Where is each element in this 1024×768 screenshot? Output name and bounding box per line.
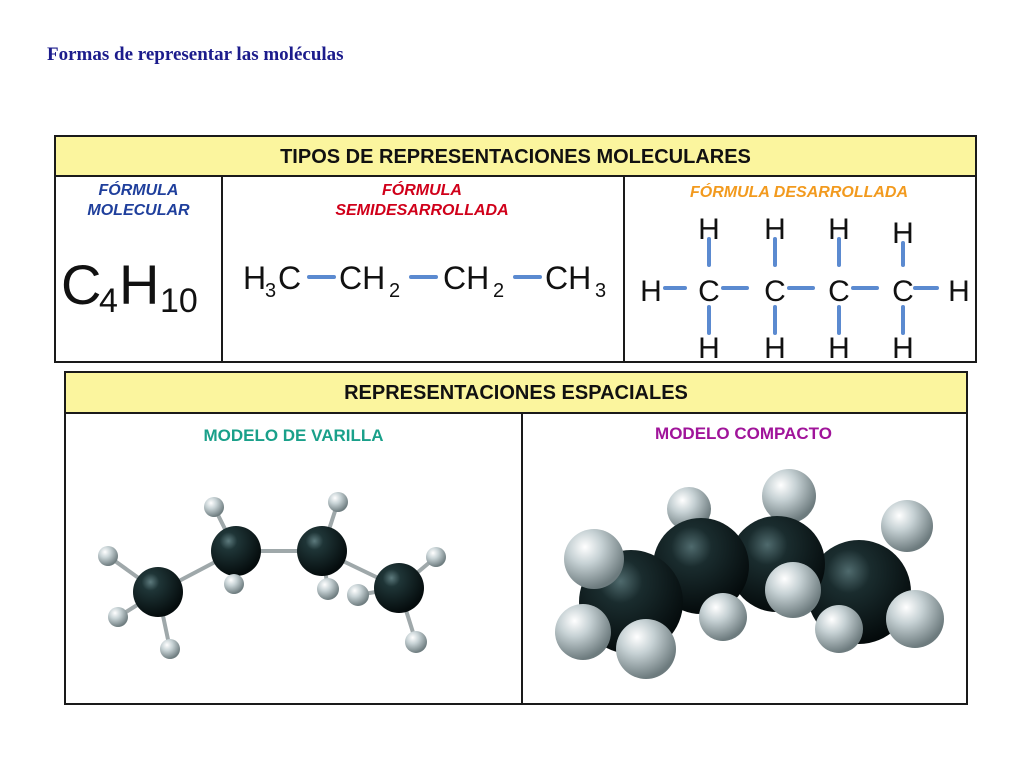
spatial-box: REPRESENTACIONES ESPACIALES MODELO DE VA… [64,371,968,705]
dev-hydrogen-bottom-2: H [764,332,786,363]
dev-hydrogen-top-3: H [828,213,850,246]
compact-hydrogen-9 [815,605,863,653]
dev-hydrogen-top-2: H [764,213,786,246]
dev-hydrogen-bottom-1: H [698,332,720,363]
semi-group-4-main: CH [545,260,591,296]
compact-hydrogen-7 [765,562,821,618]
desarrollada-cell: FÓRMULA DESARROLLADA [623,177,975,363]
rod-hydrogen-10 [405,631,427,653]
semi-label-line1: FÓRMULA [382,182,462,199]
rod-hydrogen-2 [108,607,128,627]
semi-group-2-sub: 2 [389,280,400,302]
semi-group-3-main: CH [443,260,489,296]
dev-carbon-1: C [698,275,720,308]
dev-carbon-3: C [828,275,850,308]
semidesarrollada-cell: FÓRMULA SEMIDESARROLLADA H 3 C CH 2 CH 2… [221,177,625,361]
rod-hydrogen-5 [224,574,244,594]
rod-hydrogen-4 [204,497,224,517]
rod-carbon-2 [211,526,261,576]
molecular-label-line2: MOLECULAR [87,202,190,219]
compact-hydrogen-8 [699,593,747,641]
rod-model-graphic [98,492,446,659]
rod-hydrogen-1 [98,546,118,566]
compact-hydrogen-3 [881,500,933,552]
page-title: Formas de representar las moléculas [47,44,344,65]
desarrollada-graphic: C C C C H H H H H H H H H H [640,213,970,363]
dev-hydrogen-right: H [948,275,970,308]
rod-carbon-3 [297,526,347,576]
types-box: TIPOS DE REPRESENTACIONES MOLECULARES FÓ… [54,135,977,363]
compact-model-label: MODELO COMPACTO [655,424,832,443]
types-header: TIPOS DE REPRESENTACIONES MOLECULARES [56,137,975,177]
dev-hydrogen-left: H [640,275,662,308]
molecular-label-line1: FÓRMULA [98,182,179,199]
molecular-formula-graphic: C 4 H 10 [61,253,198,320]
semidesarrollada-label: FÓRMULA SEMIDESARROLLADA [221,181,623,221]
compact-hydrogen-6 [616,619,676,679]
molecular-symbol-h: H [119,253,159,316]
dev-hydrogen-top-4: H [892,217,914,250]
compact-model-cell: MODELO COMPACTO [521,414,966,703]
semi-group-3-sub: 2 [493,280,504,302]
dev-hydrogen-bottom-3: H [828,332,850,363]
semi-group-1-sub: 3 [265,280,276,302]
semidesarrollada-graphic: H 3 C CH 2 CH 2 CH 3 [243,260,606,302]
dev-carbon-2: C [764,275,786,308]
rod-carbon-4 [374,563,424,613]
compact-model-graphic [555,469,944,679]
rod-model-cell: MODELO DE VARILLA [66,414,523,703]
rod-carbon-1 [133,567,183,617]
compact-hydrogen-4 [564,529,624,589]
rod-hydrogen-3 [160,639,180,659]
compact-hydrogen-10 [886,590,944,648]
semi-group-2-main: CH [339,260,385,296]
spatial-header: REPRESENTACIONES ESPACIALES [66,373,966,414]
dev-hydrogen-top-1: H [698,213,720,246]
molecular-formula-cell: FÓRMULA MOLECULAR C 4 H 10 [56,177,223,361]
rod-hydrogen-7 [317,578,339,600]
rod-hydrogen-9 [347,584,369,606]
molecular-sub-c: 4 [99,282,118,320]
semi-group-1-tail: C [278,260,301,296]
dev-carbon-4: C [892,275,914,308]
compact-hydrogen-5 [555,604,611,660]
semi-group-4-sub: 3 [595,280,606,302]
rod-hydrogen-6 [328,492,348,512]
rod-model-label: MODELO DE VARILLA [203,426,384,445]
semi-group-1-main: H [243,260,266,296]
dev-hydrogen-bottom-4: H [892,332,914,363]
rod-hydrogen-8 [426,547,446,567]
compact-hydrogen-2 [762,469,816,523]
desarrollada-label: FÓRMULA DESARROLLADA [689,184,909,201]
semi-label-line2: SEMIDESARROLLADA [335,202,509,219]
molecular-symbol-c: C [61,253,101,316]
molecular-formula-label: FÓRMULA MOLECULAR [56,181,221,221]
molecular-sub-h: 10 [160,282,198,320]
